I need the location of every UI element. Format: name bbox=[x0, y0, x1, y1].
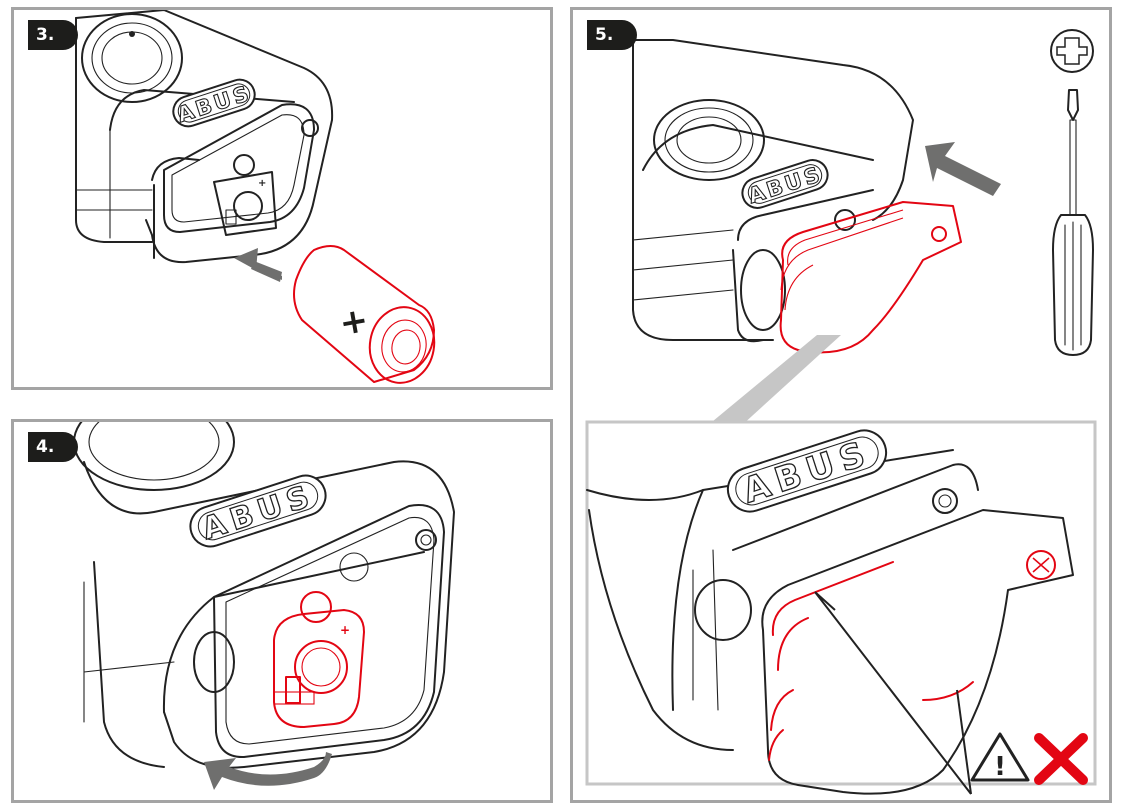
brand-logo: ABUS bbox=[172, 78, 256, 128]
lock-button bbox=[81, 13, 183, 103]
step-badge: 4. bbox=[28, 432, 78, 462]
battery: + bbox=[293, 245, 436, 384]
lock-body bbox=[75, 10, 334, 264]
svg-text:!: ! bbox=[994, 752, 1006, 782]
phillips-screw-icon bbox=[1050, 29, 1094, 73]
inset-battery-cover bbox=[761, 509, 1074, 795]
slide-arrow bbox=[925, 142, 1001, 196]
warning-icon: ! bbox=[970, 732, 1030, 782]
svg-text:+: + bbox=[258, 178, 266, 189]
battery-polarity: + bbox=[336, 300, 371, 344]
insert-arrow-shaft bbox=[251, 261, 282, 282]
lock-button bbox=[73, 422, 235, 491]
zoom-inset: ABUS ! bbox=[585, 420, 1097, 795]
svg-text:ABUS: ABUS bbox=[198, 478, 319, 547]
battery-cover bbox=[779, 201, 962, 354]
lock-body bbox=[632, 39, 914, 343]
inset-lock-body bbox=[586, 449, 979, 751]
step-5-panel: 5. ABUS bbox=[570, 7, 1112, 803]
step-4-panel: 4. ABUS + bbox=[11, 419, 553, 803]
pointer-line bbox=[956, 689, 972, 795]
step-3-panel: 3. ABUS + bbox=[11, 7, 553, 390]
brand-logo: ABUS bbox=[189, 474, 327, 548]
svg-text:+: + bbox=[340, 623, 350, 637]
step-badge: 5. bbox=[587, 20, 637, 50]
rotate-arrow bbox=[204, 752, 332, 790]
cross-icon bbox=[1034, 733, 1088, 785]
screw-hole bbox=[415, 529, 437, 551]
step-5-illustration: ABUS bbox=[585, 29, 1097, 795]
insert-arrow-head bbox=[234, 248, 258, 270]
step-3-illustration: ABUS + + bbox=[75, 10, 436, 384]
step-badge: 3. bbox=[28, 20, 78, 50]
screw-hole bbox=[301, 119, 319, 137]
zoom-callout bbox=[707, 335, 841, 426]
step-4-illustration: ABUS + bbox=[73, 422, 455, 790]
lock-button bbox=[653, 99, 765, 181]
pointer-line bbox=[814, 591, 972, 795]
screwdriver-icon bbox=[1052, 89, 1094, 356]
battery-holder: + bbox=[213, 154, 277, 236]
battery-holder: + bbox=[273, 591, 365, 728]
